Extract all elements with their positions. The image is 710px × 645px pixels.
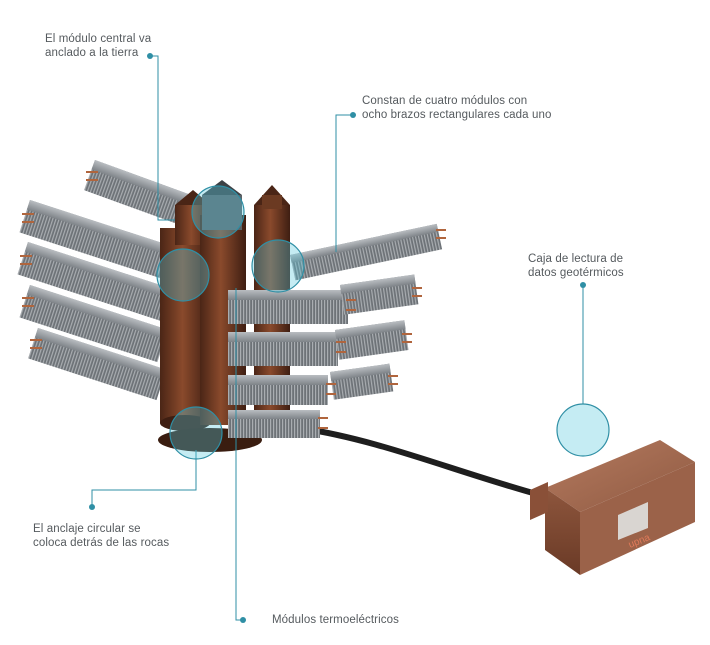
cable bbox=[297, 425, 543, 498]
label-central-anchor: El módulo central va anclado a la tierra bbox=[45, 32, 151, 60]
leader-dot bbox=[89, 53, 586, 623]
label-circular-anchor-line2: coloca detrás de las rocas bbox=[33, 537, 170, 549]
label-thermoelectric-line1: Módulos termoeléctricos bbox=[272, 614, 399, 626]
label-central-anchor-line2: anclado a la tierra bbox=[45, 47, 139, 59]
label-reading-box-line1: Caja de lectura de bbox=[528, 253, 624, 265]
callout-magnifier-circle bbox=[156, 185, 610, 460]
label-circular-anchor-line1: El anclaje circular se bbox=[33, 523, 141, 535]
label-four-modules: Constan de cuatro módulos con ocho brazo… bbox=[362, 94, 551, 122]
right-arm-group bbox=[228, 223, 446, 438]
label-four-modules-line1: Constan de cuatro módulos con bbox=[362, 95, 528, 107]
label-reading-box-line2: datos geotérmicos bbox=[528, 267, 624, 279]
reading-box: upna bbox=[530, 440, 695, 575]
central-posts bbox=[158, 180, 290, 452]
left-arm-group bbox=[17, 160, 189, 401]
label-reading-box: Caja de lectura de datos geotérmicos bbox=[528, 252, 624, 280]
label-four-modules-line2: ocho brazos rectangulares cada uno bbox=[362, 109, 552, 121]
label-thermoelectric: Módulos termoeléctricos bbox=[272, 613, 399, 627]
label-circular-anchor: El anclaje circular se coloca detrás de … bbox=[33, 522, 169, 550]
label-central-anchor-line1: El módulo central va bbox=[45, 33, 152, 45]
